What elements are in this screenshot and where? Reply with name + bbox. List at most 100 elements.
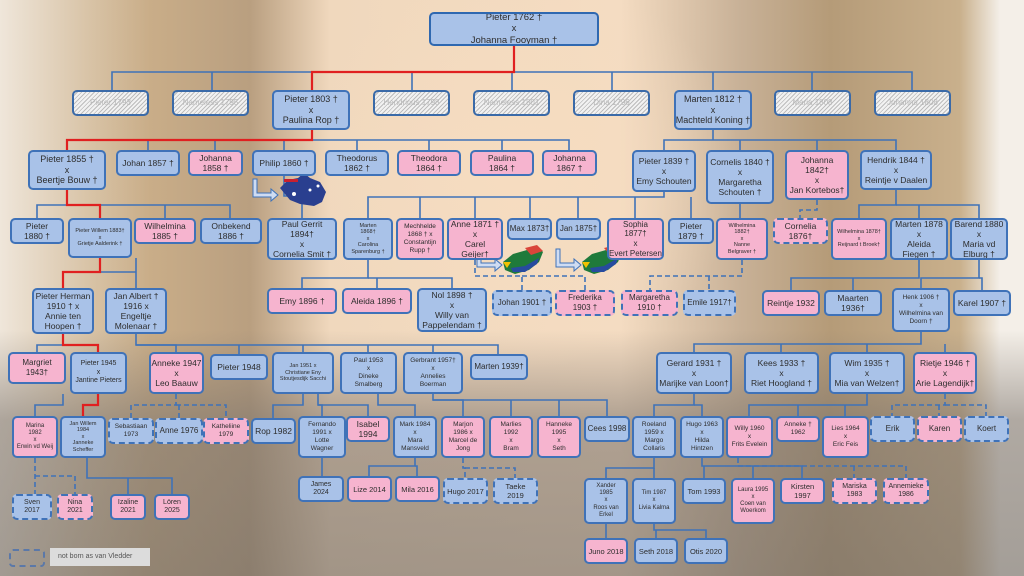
person-node[interactable]: Juno 2018 [584, 538, 628, 564]
person-node[interactable]: Hugo 2017 [443, 478, 488, 504]
person-node[interactable]: Tom 1993 [682, 478, 726, 504]
person-node[interactable]: Max 1873† [507, 218, 552, 240]
person-node[interactable]: Mila 2016 [395, 476, 440, 502]
person-node[interactable]: Rop 1982 [251, 418, 296, 444]
person-node[interactable]: Jan 1875† [556, 218, 601, 240]
person-node[interactable]: Nameless 1795 [172, 90, 249, 116]
person-node[interactable]: Lize 2014 [347, 476, 392, 502]
person-node[interactable]: Reintje 1932 [762, 290, 820, 316]
person-node[interactable]: Johanna 1808 [874, 90, 951, 116]
person-node[interactable]: Maria 1808 [774, 90, 851, 116]
person-node[interactable]: Anneke †1962 [776, 416, 820, 442]
person-node[interactable]: Marten 1939† [470, 354, 528, 380]
person-node[interactable]: Pieter 1793 [72, 90, 149, 116]
person-node[interactable]: Otis 2020 [684, 538, 728, 564]
person-node[interactable]: Hendricus 1798 [373, 90, 450, 116]
person-node[interactable]: Philip 1860 † [252, 150, 316, 176]
person-node[interactable]: Johan 1901 † [492, 290, 552, 316]
person-node[interactable]: Anne 1976 [155, 418, 203, 444]
person-node[interactable]: Johan 1857 † [116, 150, 180, 176]
person-node[interactable]: Cees 1998 [584, 416, 630, 442]
person-node[interactable]: Erik [870, 416, 915, 442]
person-node[interactable]: Karel 1907 † [953, 290, 1011, 316]
person-node[interactable]: Karen [917, 416, 962, 442]
person-node[interactable]: Emy 1896 † [267, 288, 337, 314]
person-node[interactable]: Pieter 1948 [210, 354, 268, 380]
person-node[interactable]: Seth 2018 [634, 538, 678, 564]
person-node[interactable]: Dina 1796 [573, 90, 650, 116]
person-node[interactable]: Nameless 1801 [473, 90, 550, 116]
person-node[interactable]: Koert [964, 416, 1009, 442]
person-node[interactable]: Emile 1917† [683, 290, 736, 316]
